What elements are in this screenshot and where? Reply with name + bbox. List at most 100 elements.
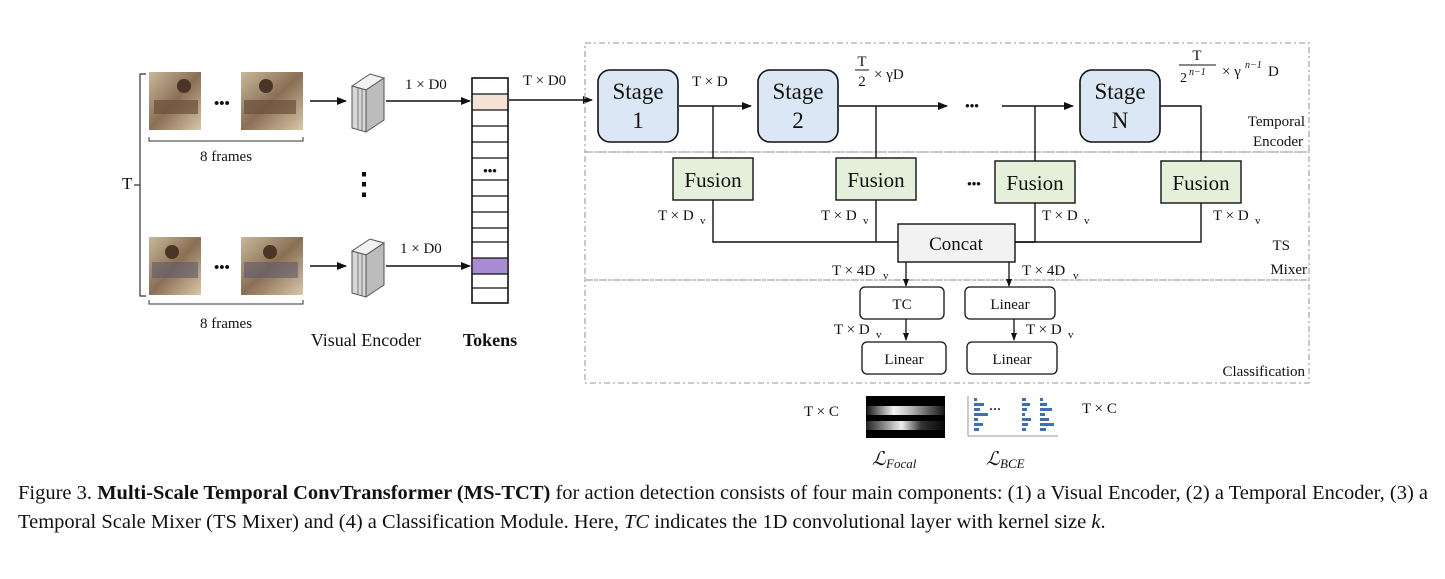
- svg-text:T: T: [857, 54, 866, 70]
- bottom-frames-label: 8 frames: [200, 316, 252, 332]
- stage-n: Stage N: [1079, 69, 1161, 143]
- figure-caption: Figure 3. Multi-Scale Temporal ConvTrans…: [18, 479, 1428, 537]
- t-label: T: [122, 174, 133, 193]
- tokens-dots: •••: [483, 163, 497, 178]
- token-column: •••: [471, 77, 509, 304]
- linear-left-block: Linear: [861, 341, 947, 375]
- fusion-2-label: Fusion: [847, 168, 905, 192]
- visual-encoder-label: Visual Encoder: [311, 330, 421, 350]
- svg-text:···: ···: [989, 402, 1001, 416]
- bus-fusion3: [1015, 203, 1036, 243]
- bus-fusionn: [1015, 203, 1202, 243]
- caption-figure-number: Figure 3.: [18, 482, 93, 504]
- ts-mixer-region: [584, 151, 1310, 281]
- section-ts-line2: Mixer: [1270, 262, 1307, 278]
- svg-text:v: v: [1073, 270, 1079, 282]
- svg-text:v: v: [1255, 215, 1261, 227]
- token-highlight-bottom: [473, 258, 507, 274]
- section-temporal-line2: Encoder: [1253, 134, 1303, 150]
- stage-2-title: Stage: [772, 79, 823, 104]
- concat-out-label-right: T × 4D v: [1022, 263, 1079, 282]
- stage-n-title: Stage: [1094, 79, 1145, 104]
- fusion-2: Fusion: [835, 157, 917, 201]
- linear-right-top-block: Linear: [964, 286, 1056, 320]
- stage-1: Stage 1: [597, 69, 679, 143]
- stage1-out-label: T × D: [692, 74, 728, 90]
- section-temporal-line1: Temporal: [1248, 114, 1305, 130]
- tc-block: TC: [859, 286, 945, 320]
- svg-text:T × D: T × D: [834, 322, 870, 338]
- svg-text:T × D: T × D: [1026, 322, 1062, 338]
- fusion-n-label: Fusion: [1172, 171, 1230, 195]
- svg-text:n−1: n−1: [1245, 60, 1262, 71]
- encoder-out-label-top: 1 × D0: [405, 77, 447, 93]
- svg-text:2: 2: [858, 74, 866, 90]
- svg-text:ℒ: ℒ: [986, 449, 1001, 470]
- concat-block: Concat: [897, 223, 1016, 263]
- svg-text:D: D: [1268, 64, 1279, 80]
- fusion-1: Fusion: [672, 157, 754, 201]
- svg-text:T × 4D: T × 4D: [1022, 263, 1065, 279]
- tokens-out-label: T × D0: [523, 73, 566, 89]
- top-frame-clip: •••: [149, 72, 303, 130]
- token-highlight-top: [473, 94, 507, 110]
- fusion-1-out-label: T × D v: [658, 208, 706, 227]
- stagen-out-label: T 2 n−1 × γ n−1 D: [1179, 48, 1279, 86]
- encoder-out-label-bottom: 1 × D0: [400, 241, 442, 257]
- svg-text:ℒ: ℒ: [872, 449, 887, 470]
- concat-label: Concat: [929, 234, 984, 255]
- top-frames-bracket: [148, 137, 304, 142]
- linear-right-bottom-block: Linear: [966, 341, 1058, 375]
- caption-end: .: [1100, 511, 1106, 533]
- loss-focal-label: ℒ Focal: [872, 449, 917, 470]
- bus-left: [712, 200, 898, 243]
- svg-text:v: v: [1068, 329, 1074, 341]
- svg-text:Focal: Focal: [885, 456, 917, 470]
- output-bar-chart: ···: [967, 396, 1058, 437]
- caption-text-2: indicates the 1D convolutional layer wit…: [654, 511, 1087, 533]
- loss-bce-label: ℒ BCE: [986, 449, 1025, 470]
- linear-left-label: Linear: [884, 352, 923, 368]
- svg-text:v: v: [863, 215, 869, 227]
- concat-out-label-left: T × 4D v: [832, 263, 889, 282]
- stage-dots: •••: [965, 98, 979, 113]
- top-frames-label: 8 frames: [200, 149, 252, 165]
- svg-text:v: v: [883, 270, 889, 282]
- fusion-dots: •••: [967, 176, 981, 191]
- fusion-3: Fusion: [994, 160, 1076, 204]
- caption-text-1: for action detection consists of four ma…: [18, 482, 1429, 533]
- bottom-frames-bracket: [148, 300, 304, 305]
- fusion-n: Fusion: [1160, 160, 1242, 204]
- visual-encoder-block-icon: [350, 238, 386, 298]
- svg-text:× γD: × γD: [874, 67, 904, 83]
- caption-k: k: [1091, 511, 1101, 533]
- section-ts-line1: TS: [1272, 238, 1290, 254]
- bottom-frame-clip: •••: [149, 237, 303, 295]
- svg-text:n−1: n−1: [1189, 67, 1206, 78]
- caption-tc: TC: [623, 511, 650, 533]
- svg-text:T × D: T × D: [658, 208, 694, 224]
- clips-vdots: ⋮: [349, 168, 379, 201]
- fusion-3-label: Fusion: [1006, 171, 1064, 195]
- tc-out-label: T × D v: [834, 322, 882, 341]
- svg-text:2: 2: [1180, 71, 1187, 86]
- svg-text:v: v: [1084, 215, 1090, 227]
- caption-bold-title: Multi-Scale Temporal ConvTransformer (MS…: [97, 482, 551, 504]
- linear-right-top-label: Linear: [990, 297, 1029, 313]
- tc-label: TC: [892, 297, 911, 313]
- frame-dots: •••: [214, 260, 230, 276]
- svg-text:T × 4D: T × 4D: [832, 263, 875, 279]
- output-label-right: T × C: [1082, 401, 1117, 417]
- tokens-label: Tokens: [463, 330, 517, 350]
- svg-text:v: v: [700, 215, 706, 227]
- stage-1-title: Stage: [612, 79, 663, 104]
- classification-region: [584, 279, 1310, 384]
- temporal-encoder-region: [584, 42, 1310, 153]
- stage-1-index: 1: [632, 108, 644, 133]
- linear-right-bottom-label: Linear: [992, 352, 1031, 368]
- section-classification: Classification: [1223, 364, 1306, 380]
- svg-text:v: v: [876, 329, 882, 341]
